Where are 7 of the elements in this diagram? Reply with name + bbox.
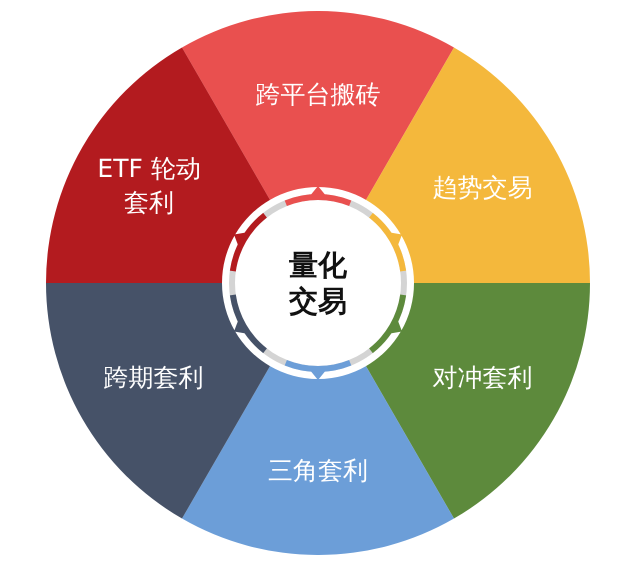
segment-label: 跨期套利 xyxy=(103,362,204,394)
hub-label: 量化交易 xyxy=(288,247,348,319)
segment-label: ETF 轮动套利 xyxy=(96,152,202,218)
segment-label: 三角套利 xyxy=(268,455,368,487)
segment-label: 趋势交易 xyxy=(432,172,533,204)
segment-label: 对冲套利 xyxy=(432,362,533,394)
segment-label: 跨平台搬砖 xyxy=(256,79,380,111)
